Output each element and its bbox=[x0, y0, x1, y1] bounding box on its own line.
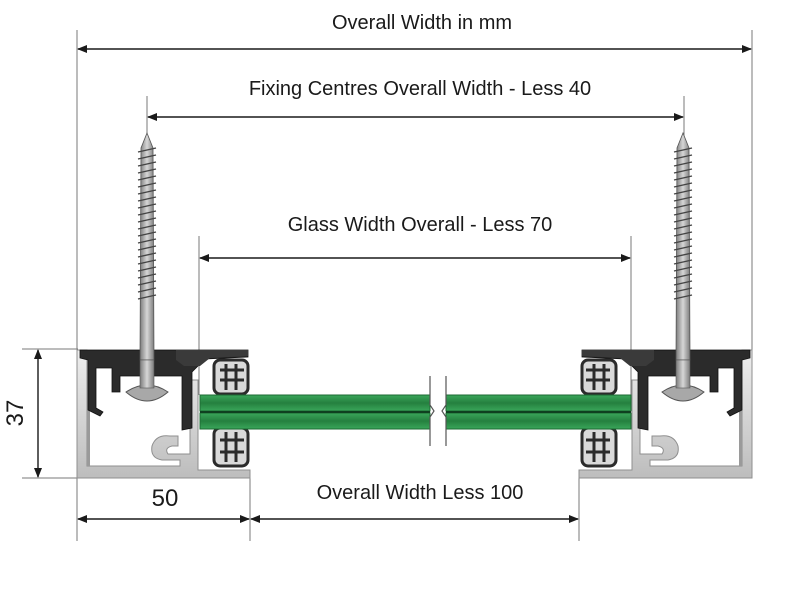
right-top-cap bbox=[581, 349, 751, 431]
label-bottom-opening: Overall Width Less 100 bbox=[317, 482, 524, 504]
right-fixing-screw bbox=[661, 131, 705, 402]
dimension-profile-width: 50 bbox=[77, 485, 250, 523]
label-overall-width: Overall Width in mm bbox=[332, 12, 512, 34]
label-fixing-centres: Fixing Centres Overall Width - Less 40 bbox=[249, 78, 591, 100]
left-upper-gasket bbox=[212, 358, 250, 396]
right-lower-gasket bbox=[580, 426, 618, 468]
left-lower-gasket bbox=[212, 426, 250, 468]
label-profile-width: 50 bbox=[152, 485, 179, 512]
right-upper-gasket bbox=[580, 358, 618, 396]
label-profile-height: 37 bbox=[2, 400, 29, 427]
glass-panel-right bbox=[445, 394, 632, 430]
dimension-bottom-opening: Overall Width Less 100 bbox=[250, 482, 579, 523]
label-glass-width: Glass Width Overall - Less 70 bbox=[288, 214, 553, 236]
left-fixing-screw bbox=[125, 131, 169, 402]
dimension-fixing-centres: Fixing Centres Overall Width - Less 40 bbox=[147, 78, 684, 121]
dimension-glass-width: Glass Width Overall - Less 70 bbox=[199, 214, 631, 262]
glass-panel-left bbox=[199, 394, 431, 430]
break-lines bbox=[429, 376, 447, 446]
dimension-profile-height: 37 bbox=[2, 349, 42, 478]
left-top-cap bbox=[79, 349, 249, 431]
dimension-overall-width: Overall Width in mm bbox=[77, 12, 752, 53]
